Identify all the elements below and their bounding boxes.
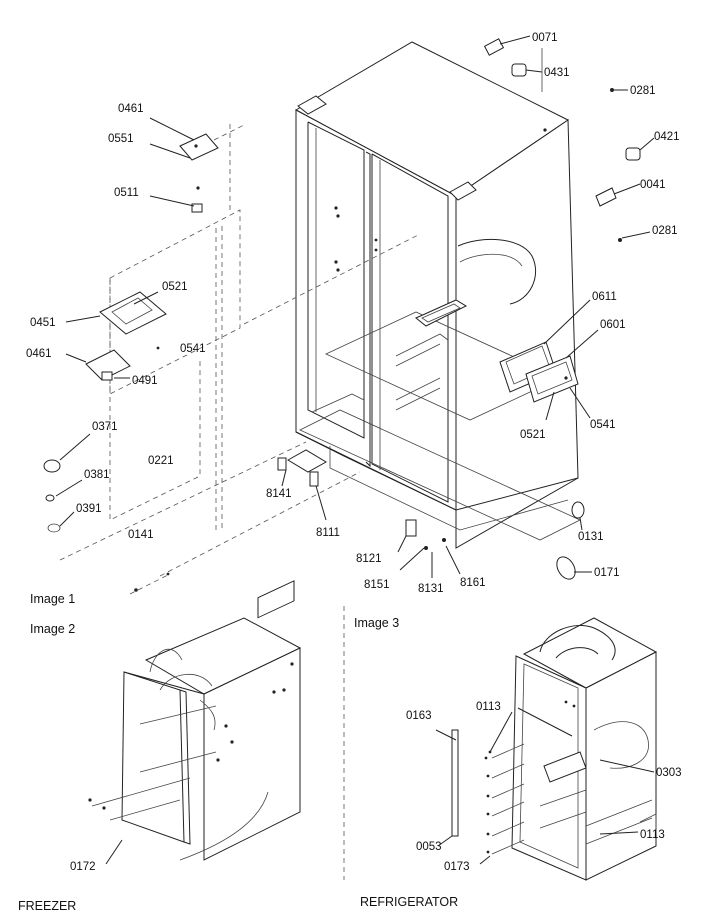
label-0461-top: 0461 [118, 103, 144, 115]
caption-freezer: FREEZER [18, 899, 76, 913]
duct-panel [499, 299, 599, 421]
label-8141: 8141 [266, 488, 292, 500]
left-brackets [65, 117, 219, 381]
label-0601: 0601 [600, 319, 626, 331]
label-0491: 0491 [132, 375, 158, 387]
label-0461-bottom: 0461 [26, 348, 52, 360]
label-0521-right: 0521 [520, 429, 546, 441]
label-0171: 0171 [594, 567, 620, 579]
label-0611: 0611 [592, 291, 617, 303]
label-0541-left: 0541 [180, 343, 206, 355]
label-8131: 8131 [418, 583, 444, 595]
bottom-brackets [277, 449, 592, 580]
label-0113-bottom: 0113 [640, 829, 665, 841]
caption-image-2: Image 2 [30, 622, 75, 636]
label-0172: 0172 [70, 861, 96, 873]
freezer-assembly [88, 580, 302, 865]
label-0071: 0071 [532, 32, 558, 44]
label-0221: 0221 [148, 455, 174, 467]
part-labels: 0071 0431 0281 0421 0041 0281 0461 0551 … [26, 32, 682, 873]
small-parts [43, 433, 170, 592]
label-0281-side: 0281 [652, 225, 678, 237]
label-0163: 0163 [406, 710, 432, 722]
label-8161: 8161 [460, 577, 486, 589]
label-0173: 0173 [444, 861, 470, 873]
refrigerator-assembly [435, 617, 658, 881]
label-0053: 0053 [416, 841, 442, 853]
caption-refrigerator: REFRIGERATOR [360, 895, 458, 909]
label-0041: 0041 [640, 179, 666, 191]
top-hardware [483, 35, 655, 242]
label-0521-left: 0521 [162, 281, 188, 293]
captions: Image 1 Image 2 Image 3 FREEZER REFRIGER… [18, 592, 458, 913]
label-0431: 0431 [544, 67, 570, 79]
label-0131: 0131 [578, 531, 604, 543]
label-0281-top: 0281 [630, 85, 656, 97]
label-0141: 0141 [128, 529, 154, 541]
label-8151: 8151 [364, 579, 390, 591]
caption-image-1: Image 1 [30, 592, 75, 606]
caption-image-3: Image 3 [354, 616, 399, 630]
label-0381: 0381 [84, 469, 110, 481]
label-0541-right: 0541 [590, 419, 616, 431]
label-0371: 0371 [92, 421, 118, 433]
label-0113-top: 0113 [476, 701, 501, 713]
label-0303: 0303 [656, 767, 682, 779]
label-8121: 8121 [356, 553, 382, 565]
label-0421: 0421 [654, 131, 680, 143]
main-cabinet [59, 41, 581, 595]
label-0391: 0391 [76, 503, 102, 515]
label-8111: 8111 [316, 527, 340, 539]
label-0551: 0551 [108, 133, 134, 145]
label-0511: 0511 [114, 187, 139, 199]
label-0451: 0451 [30, 317, 56, 329]
